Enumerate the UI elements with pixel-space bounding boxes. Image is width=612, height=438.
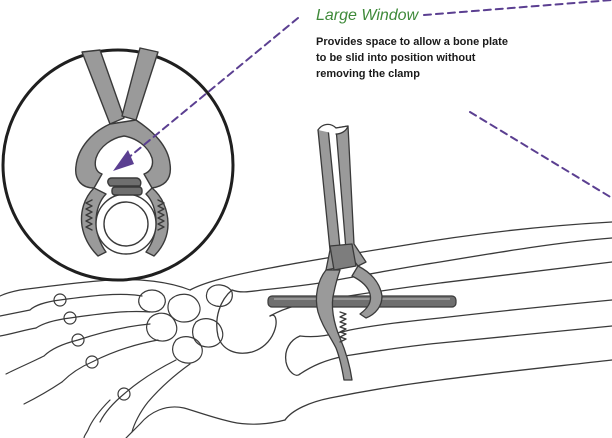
- metacarpal-1: [30, 294, 142, 310]
- carpal-3: [147, 313, 177, 341]
- distal-radius: [217, 290, 276, 353]
- metacarpal-3b: [132, 364, 190, 432]
- metacarpal-1b: [36, 311, 150, 328]
- distal-ulna: [286, 336, 300, 375]
- carpal-4: [173, 337, 203, 363]
- forearm-outline-upper: [190, 222, 612, 290]
- clamp-jaw-right: [352, 266, 382, 318]
- thumb-outline: [84, 400, 110, 438]
- phalanx-mid-b: [24, 382, 62, 404]
- hand-bones: [0, 279, 285, 438]
- callout-title: Large Window: [316, 7, 418, 25]
- forearm-bones: [190, 222, 612, 420]
- metacarpal-2: [44, 324, 150, 356]
- carpal-2: [193, 319, 223, 347]
- bone-plate: [268, 296, 456, 307]
- forearm-outline-lower: [285, 360, 612, 420]
- clamp-teeth: [340, 312, 346, 342]
- phalanx-top-b: [0, 328, 36, 336]
- bone-plate-body: [268, 296, 456, 307]
- magnified-window-bar: [108, 178, 141, 186]
- clamp-jaw-left: [316, 270, 352, 380]
- callout-description: Provides space to allow a bone plate to …: [316, 34, 516, 82]
- leader-top-right: [424, 0, 612, 15]
- clamp-pivot: [330, 244, 356, 270]
- metacarpal-3: [100, 360, 176, 422]
- phalanx-mid: [6, 356, 44, 374]
- leader-lower-right: [470, 112, 612, 198]
- magnified-bone-inner: [104, 202, 148, 246]
- bone-clamp: [316, 124, 382, 380]
- carpal-6: [206, 285, 232, 306]
- phalanx-top: [0, 310, 30, 316]
- palm-outline-lower: [126, 407, 285, 438]
- magnified-bone-plate: [112, 187, 142, 195]
- carpal-5: [139, 290, 166, 312]
